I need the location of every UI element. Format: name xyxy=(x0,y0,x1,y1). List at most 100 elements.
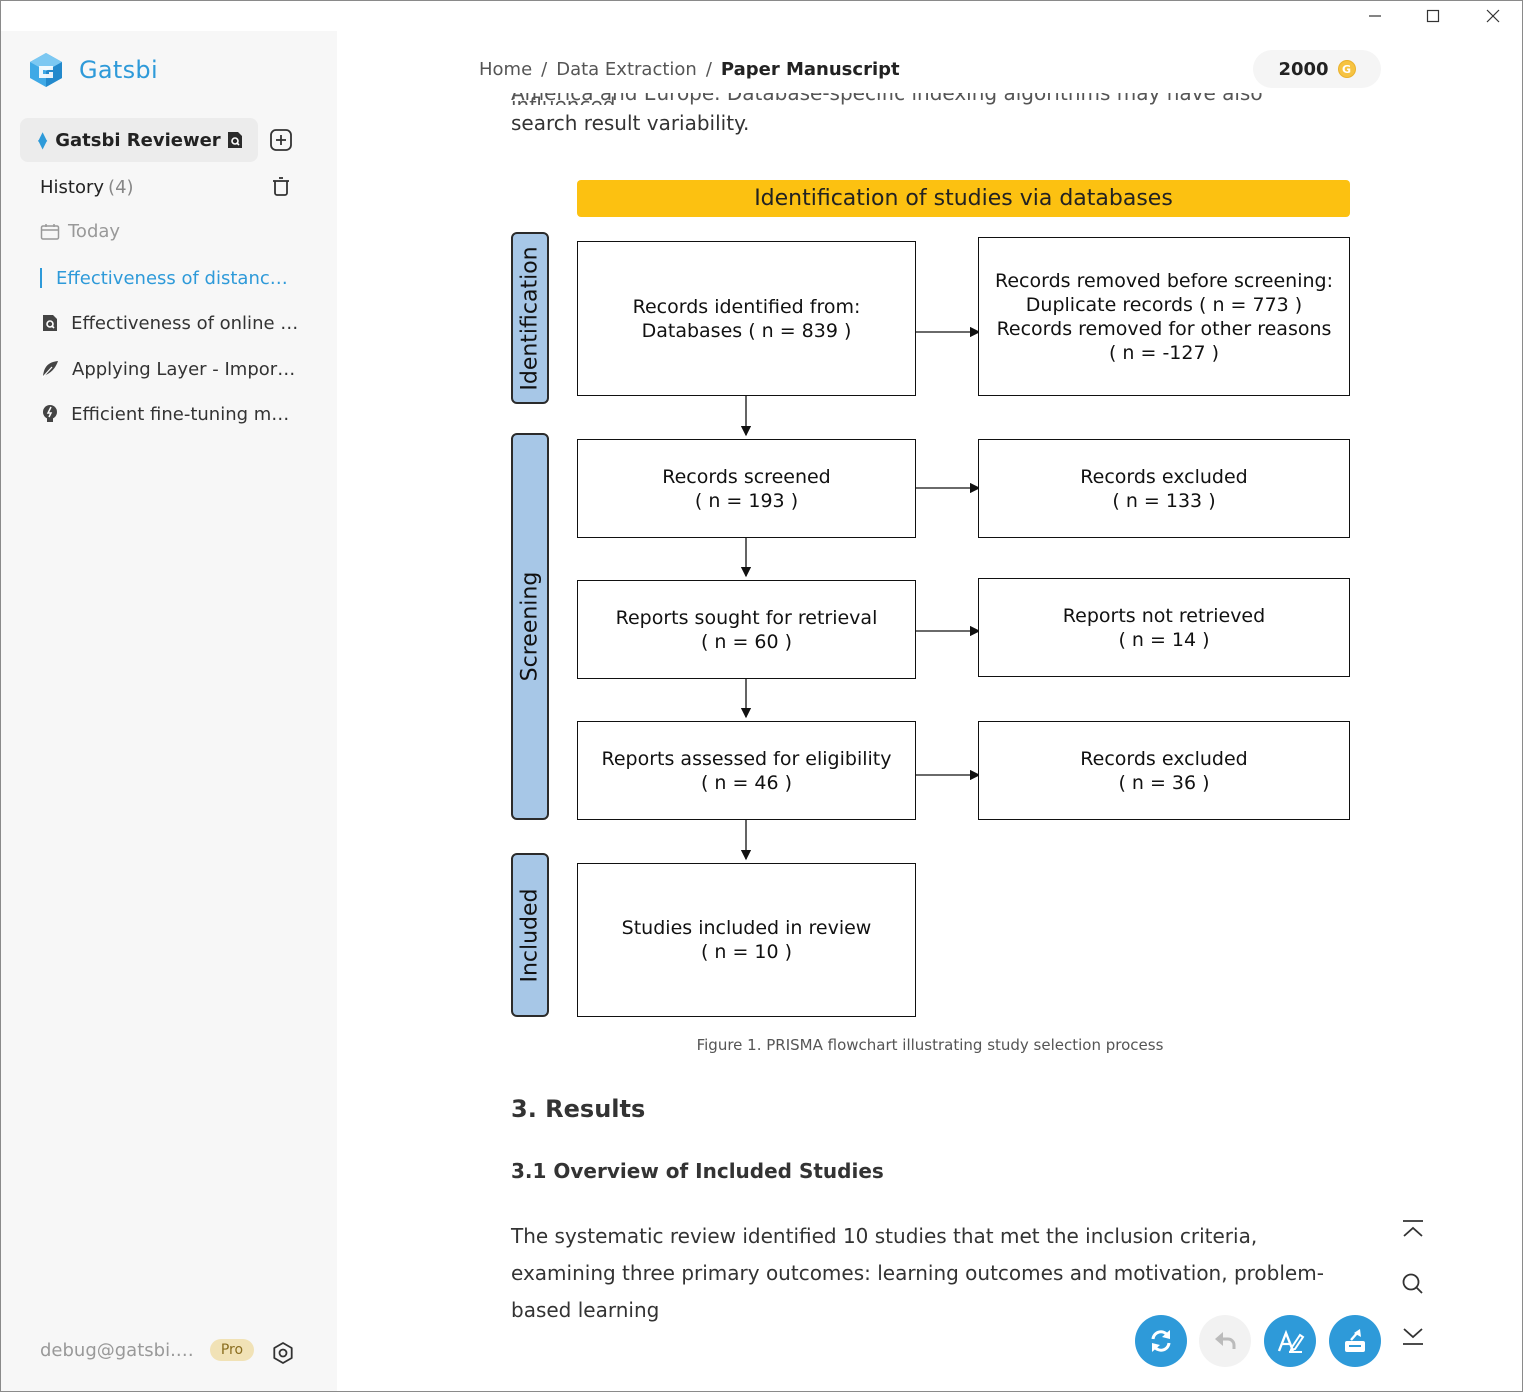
box-line: ( n = 36 ) xyxy=(1118,771,1210,794)
ai-edit-icon xyxy=(1277,1329,1305,1353)
app-logo[interactable]: Gatsbi xyxy=(27,51,158,89)
history-item-label: Effectiveness of online le… xyxy=(71,312,300,334)
history-label: History xyxy=(40,177,105,198)
box-records-removed: Records removed before screening: Duplic… xyxy=(978,237,1350,396)
history-item-label: Applying Layer - Importa… xyxy=(72,358,300,380)
box-line: ( n = 133 ) xyxy=(1112,489,1216,512)
box-line: ( n = 46 ) xyxy=(700,771,793,794)
coin-icon: G xyxy=(1337,60,1356,78)
box-line: Reports sought for retrieval xyxy=(615,606,878,629)
prisma-flowchart: Identification of studies via databases … xyxy=(511,179,1351,1019)
box-line: Databases ( n = 839 ) xyxy=(641,319,852,342)
history-item[interactable]: Effectiveness of online le… xyxy=(40,307,300,339)
box-line: ( n = 10 ) xyxy=(700,941,793,963)
credits-value: 2000 xyxy=(1278,58,1329,80)
settings-button[interactable] xyxy=(271,1341,295,1369)
phase-included: Included xyxy=(511,853,549,1017)
trash-icon xyxy=(273,177,289,196)
review-doc-icon xyxy=(40,313,59,333)
box-reports-not-retrieved: Reports not retrieved ( n = 14 ) xyxy=(978,578,1350,677)
clear-history-button[interactable] xyxy=(270,176,292,202)
undo-icon xyxy=(1215,1332,1236,1349)
bulb-icon xyxy=(40,404,59,424)
plus-square-icon xyxy=(270,129,292,151)
breadcrumb-separator: / xyxy=(541,59,548,80)
phase-label: Identification xyxy=(517,245,543,391)
section-title: 3. Results xyxy=(511,1095,646,1123)
document-viewer[interactable]: America and Europe. Database-specific in… xyxy=(337,93,1522,1391)
chevron-up-icon xyxy=(1403,1220,1423,1237)
box-line: Records screened xyxy=(662,465,831,488)
app-name: Gatsbi xyxy=(79,56,158,84)
review-doc-icon[interactable] xyxy=(226,130,244,154)
phase-identification: Identification xyxy=(511,232,549,404)
history-item[interactable]: Efficient fine-tuning met… xyxy=(40,398,300,430)
close-icon xyxy=(1486,9,1500,23)
history-item-active[interactable]: Effectiveness of distance le… xyxy=(40,262,300,294)
box-studies-included: Studies included in review ( n = 10 ) xyxy=(577,863,916,1017)
ai-edit-button[interactable] xyxy=(1264,1315,1316,1367)
undo-button[interactable] xyxy=(1199,1315,1251,1367)
flowchart-header: Identification of studies via databases xyxy=(577,180,1350,217)
active-indicator xyxy=(40,268,42,288)
history-item-label: Effectiveness of distance le… xyxy=(56,267,296,289)
box-line: Records excluded xyxy=(1080,747,1248,770)
box-line: Records removed before screening: xyxy=(995,269,1333,292)
phase-label: Screening xyxy=(517,571,543,682)
breadcrumb-home[interactable]: Home xyxy=(479,59,533,80)
export-icon xyxy=(1345,1329,1365,1352)
box-line: Reports not retrieved xyxy=(1062,604,1266,627)
history-item[interactable]: Applying Layer - Importa… xyxy=(40,353,300,385)
subsection-title: 3.1 Overview of Included Studies xyxy=(511,1159,884,1183)
search-icon xyxy=(1402,1273,1423,1294)
paragraph-top: America and Europe. Database-specific in… xyxy=(511,93,1341,142)
sidebar: Gatsbi ▲▼ Gatsbi Reviewer History(4) xyxy=(1,31,337,1391)
search-button[interactable] xyxy=(1400,1271,1426,1301)
box-reports-sought: Reports sought for retrieval ( n = 60 ) xyxy=(577,580,916,679)
box-records-identified: Records identified from: Databases ( n =… xyxy=(577,241,916,396)
refresh-button[interactable] xyxy=(1135,1315,1187,1367)
breadcrumb-separator: / xyxy=(705,59,712,80)
box-line: Records excluded xyxy=(1080,465,1248,488)
box-line: ( n = 14 ) xyxy=(1118,628,1210,651)
scroll-down-button[interactable] xyxy=(1400,1325,1426,1351)
gear-icon xyxy=(273,1342,293,1364)
paragraph-top-text: search result variability. xyxy=(511,111,750,135)
minimize-button[interactable] xyxy=(1345,1,1405,31)
paragraph-body: The systematic review identified 10 stud… xyxy=(511,1224,1324,1322)
paragraph-cut-line: America and Europe. Database-specific in… xyxy=(511,93,1263,105)
box-reports-assessed: Reports assessed for eligibility ( n = 4… xyxy=(577,721,916,820)
plan-badge: Pro xyxy=(209,1339,255,1361)
breadcrumb-current: Paper Manuscript xyxy=(720,59,900,80)
chevron-down-icon xyxy=(1403,1328,1423,1345)
history-item-label: Efficient fine-tuning met… xyxy=(71,403,300,425)
phase-screening: Screening xyxy=(511,433,549,820)
figure-caption: Figure 1. PRISMA flowchart illustrating … xyxy=(696,1036,1164,1054)
workspace-selector[interactable]: ▲▼ Gatsbi Reviewer xyxy=(20,118,258,162)
calendar-icon xyxy=(40,223,60,240)
export-button[interactable] xyxy=(1329,1315,1381,1367)
gatsbi-logo-icon xyxy=(30,53,62,87)
history-count: (4) xyxy=(108,177,134,198)
box-records-screened: Records screened ( n = 193 ) xyxy=(577,439,916,538)
credits-badge[interactable]: 2000 G xyxy=(1253,50,1381,88)
feather-icon xyxy=(40,359,60,379)
box-line: ( n = 193 ) xyxy=(694,489,799,512)
new-review-button[interactable] xyxy=(269,128,293,156)
box-records-excluded: Records excluded ( n = 133 ) xyxy=(978,439,1350,538)
history-heading: History(4) xyxy=(40,177,134,198)
breadcrumb-data-extraction[interactable]: Data Extraction xyxy=(556,59,697,80)
user-account[interactable]: debug@gatsbi.… Pro xyxy=(40,1339,255,1361)
close-button[interactable] xyxy=(1463,1,1522,31)
today-group: Today xyxy=(40,221,120,242)
scroll-up-button[interactable] xyxy=(1400,1219,1426,1245)
phase-label: Included xyxy=(517,887,543,983)
box-line: Reports assessed for eligibility xyxy=(601,747,892,770)
box-line: Studies included in review xyxy=(621,917,872,939)
minimize-icon xyxy=(1369,15,1381,17)
workspace-name: Gatsbi Reviewer xyxy=(55,129,221,151)
box-line: Records identified from: xyxy=(632,295,861,318)
maximize-button[interactable] xyxy=(1403,1,1463,31)
flow-arrows xyxy=(740,326,981,861)
